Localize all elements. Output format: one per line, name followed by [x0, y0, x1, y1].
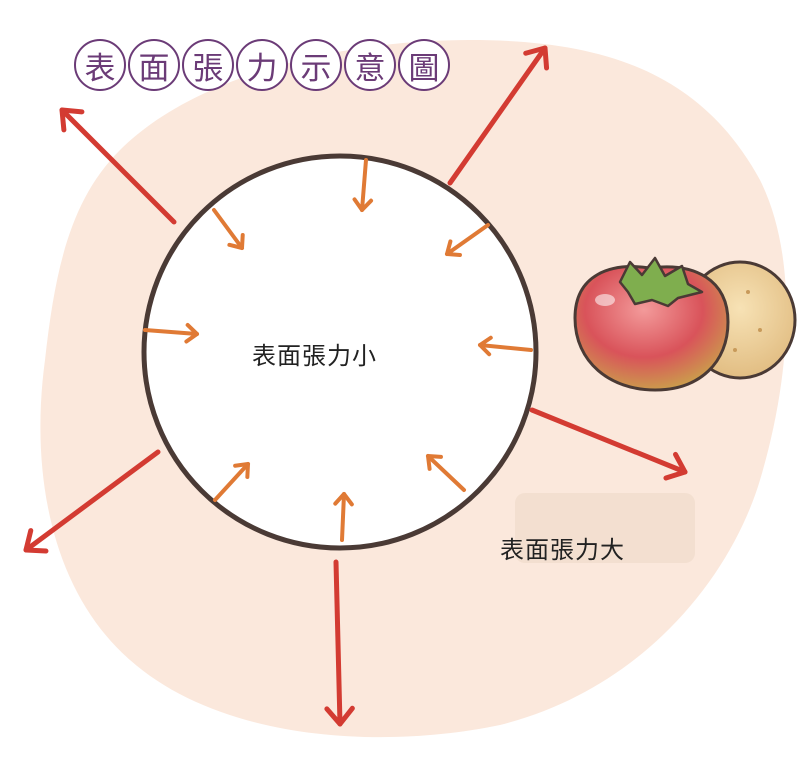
- title-char: 力: [236, 39, 288, 91]
- title-char: 張: [182, 39, 234, 91]
- droplet-circle: [141, 153, 539, 551]
- outward-arrows: [23, 45, 688, 727]
- outward-arrow: [324, 559, 355, 727]
- outward-arrow: [529, 407, 688, 481]
- outward-arrow: [23, 449, 161, 554]
- inward-arrow: [478, 335, 533, 357]
- title-char: 示: [290, 39, 342, 91]
- diagram-title: 表面張力示意圖: [74, 39, 450, 91]
- inward-arrow: [426, 454, 466, 492]
- title-char: 圖: [398, 39, 450, 91]
- persimmon-illustration: [573, 256, 730, 392]
- inward-arrow: [213, 462, 250, 502]
- outside-label-box: [515, 493, 695, 563]
- inward-arrow: [333, 492, 354, 542]
- outside-label: 表面張力大: [500, 536, 625, 564]
- title-char: 表: [74, 39, 126, 91]
- inward-arrow: [212, 208, 245, 250]
- outward-arrow: [59, 107, 177, 225]
- outward-arrow: [447, 45, 550, 186]
- inward-arrow: [352, 158, 374, 212]
- title-char: 面: [128, 39, 180, 91]
- inside-label: 表面張力小: [252, 342, 377, 370]
- inward-arrow: [143, 322, 199, 344]
- inward-arrow: [445, 223, 490, 257]
- inward-arrows: [143, 158, 533, 542]
- title-char: 意: [344, 39, 396, 91]
